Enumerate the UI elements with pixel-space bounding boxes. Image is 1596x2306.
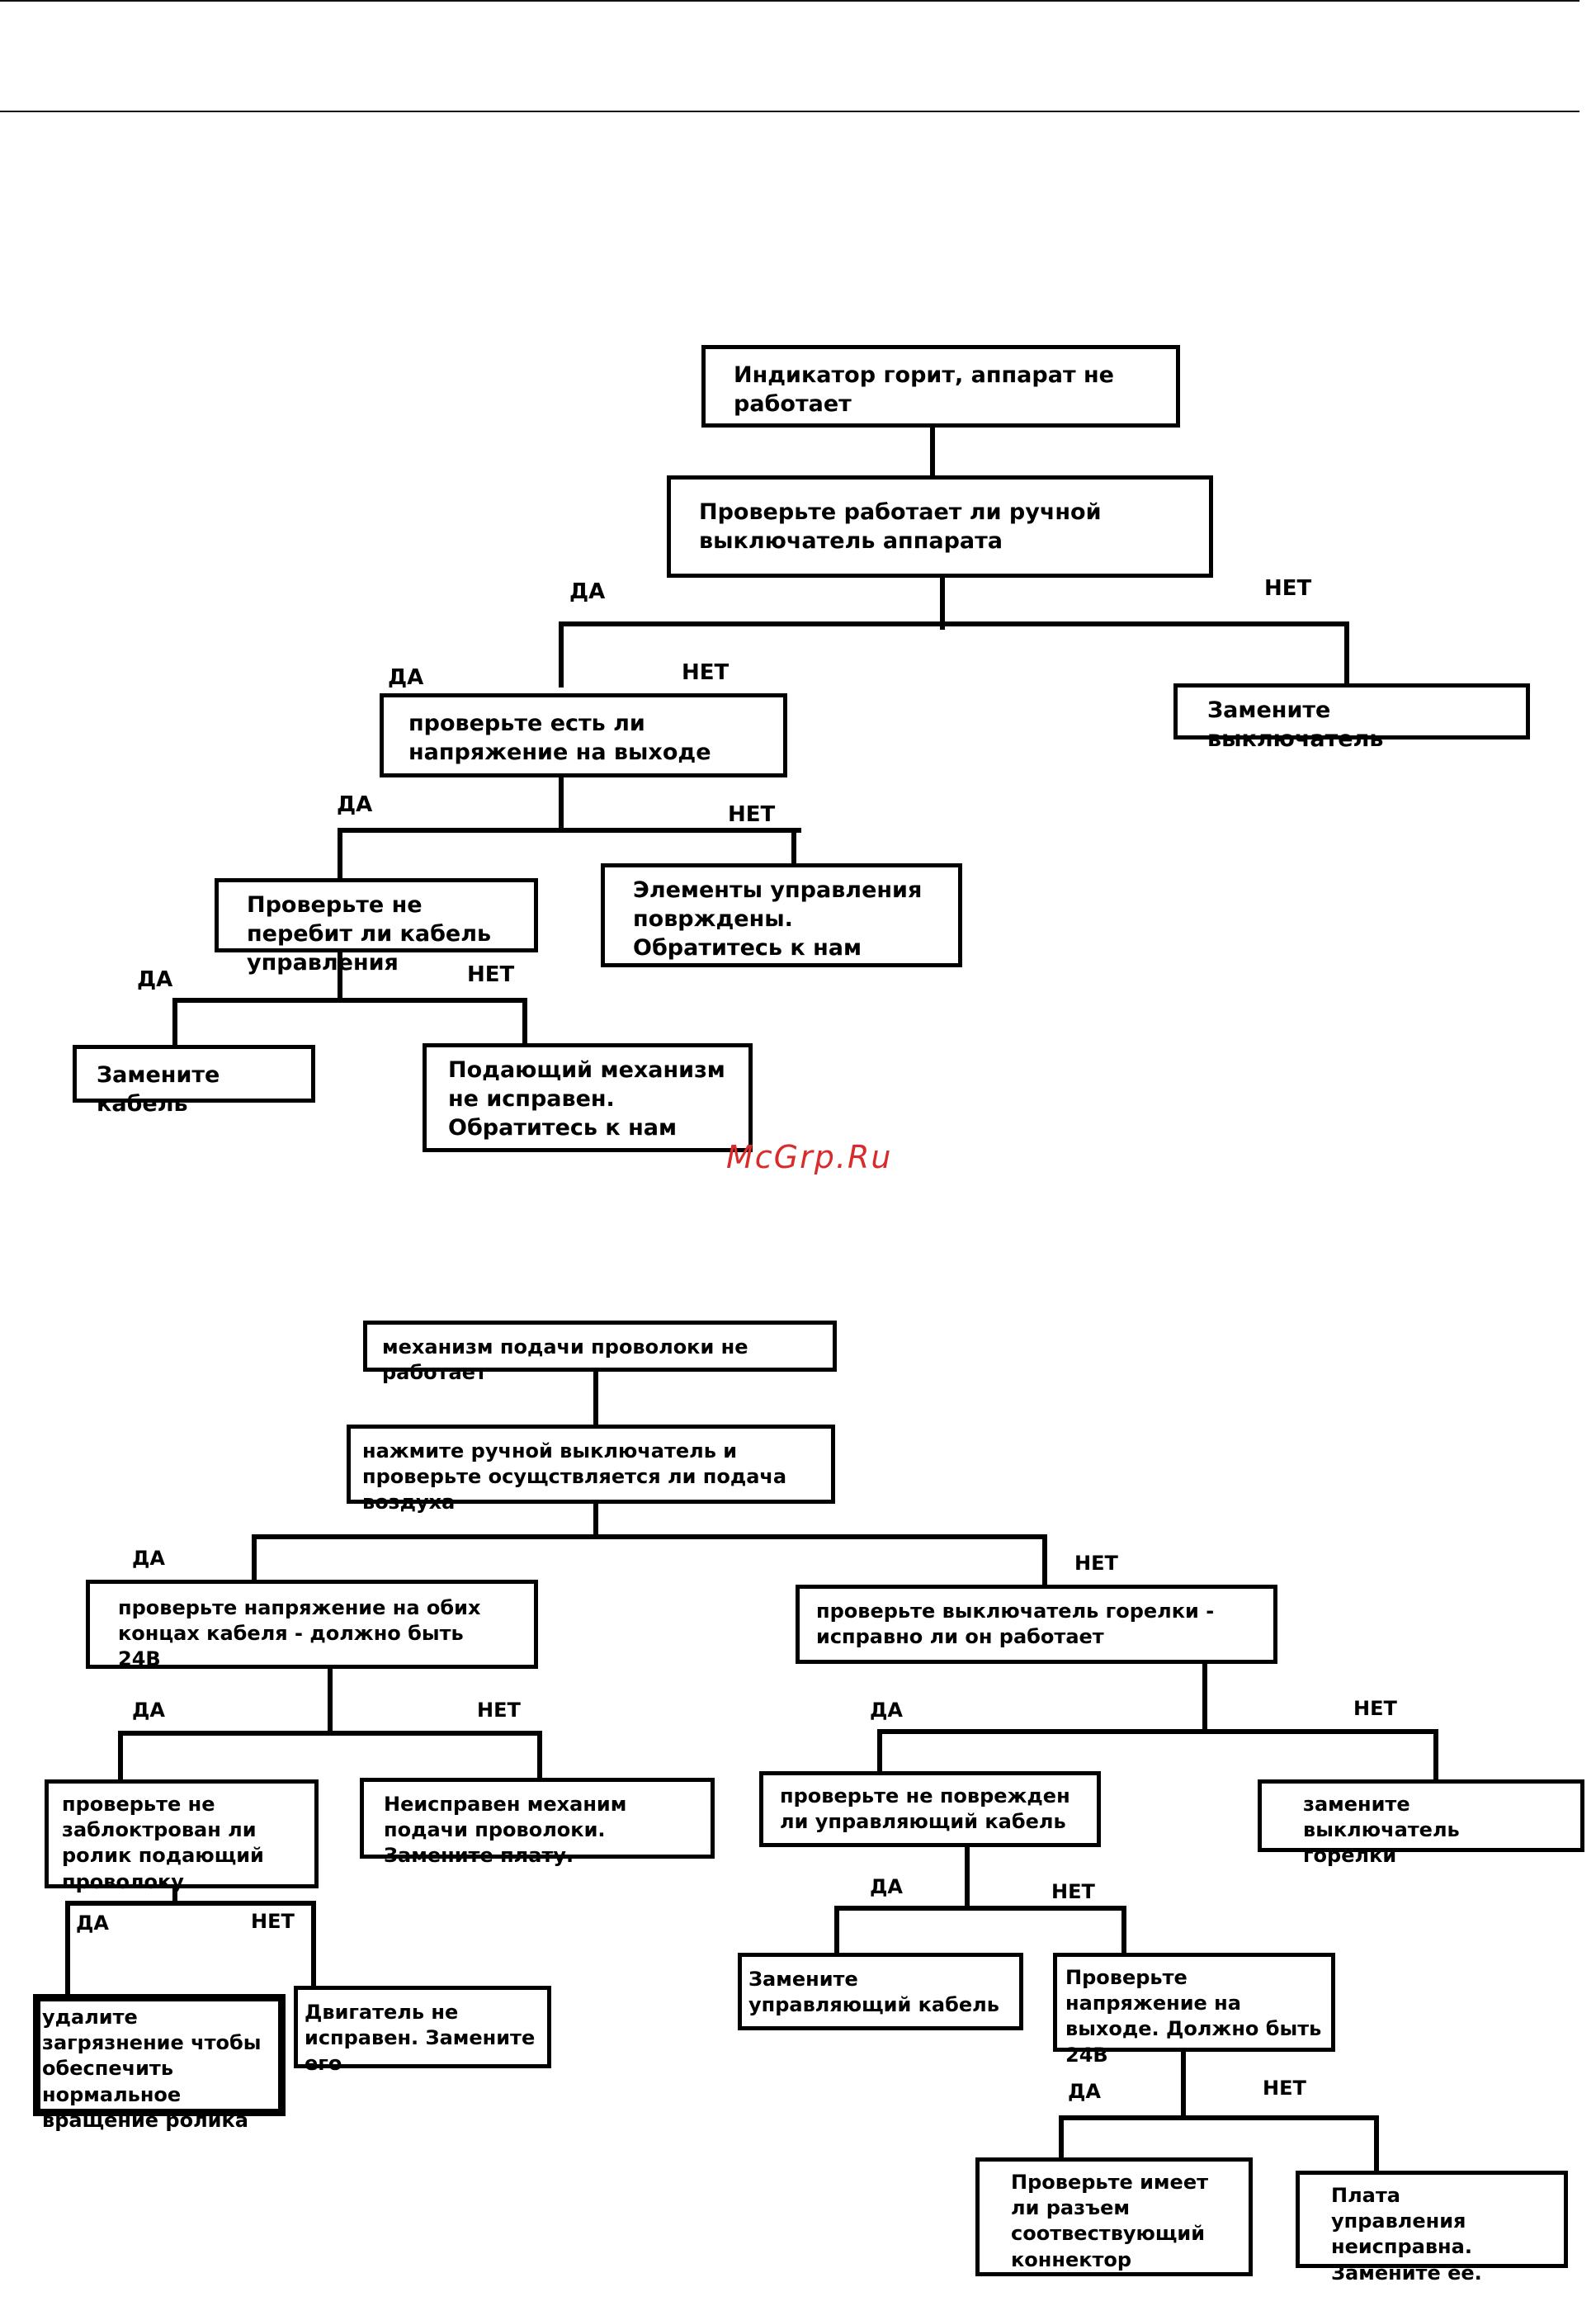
d1-yes-label: ДА: [337, 792, 373, 817]
d1-yes-label: ДА: [388, 665, 424, 690]
d1-feeder-broken-box: Подающий механизм не исправен. Обратитес…: [423, 1043, 753, 1152]
d1-no-label: НЕТ: [467, 962, 515, 987]
d2-press-switch-box: нажмите ручной выключатель и проверьте о…: [347, 1425, 835, 1514]
d2-check-connector-box: Проверьте имеет ли разъем соотвествующий…: [975, 2157, 1253, 2276]
d1-replace-cable-box: Замените кабель: [73, 1045, 315, 1117]
d2-check-torch-switch-box: проверьте выключатель горелки - исправно…: [796, 1585, 1277, 1664]
d1-no-label: НЕТ: [1264, 576, 1312, 601]
header-rule-bottom: [0, 111, 1579, 112]
d2-yes-label: ДА: [870, 1699, 903, 1722]
d2-board-faulty-box: Плата управления неисправна. Замените ее…: [1296, 2171, 1568, 2285]
d2-motor-faulty-box: Двигатель не исправен. Замените его: [294, 1986, 551, 2075]
d2-yes-label: ДА: [76, 1911, 109, 1935]
d1-replace-switch-box: Замените выключатель: [1173, 683, 1530, 752]
d2-replace-control-cable-box: Замените управляющий кабель: [738, 1953, 1023, 2030]
d2-no-label: НЕТ: [1074, 1552, 1118, 1575]
header-rule-top: [0, 0, 1579, 2]
d2-check-voltage-ends-box: проверьте напряжение на обих концах кабе…: [86, 1580, 538, 1670]
d2-root-box: механизм подачи проволоки не работает: [363, 1321, 837, 1384]
d1-check-cable-box: Проверьте не перебит ли кабель управлени…: [215, 878, 538, 976]
d2-check-control-cable-box: проверьте не поврежден ли управляющий ка…: [759, 1771, 1101, 1847]
d1-check-voltage-box: проверьте есть ли напряжение на выходе: [380, 693, 787, 777]
d2-check-roller-box: проверьте не заблоктрован ли ролик подаю…: [45, 1779, 319, 1893]
d2-no-label: НЕТ: [1051, 1880, 1095, 1903]
d1-root-box: Индикатор горит, аппарат не работает: [701, 345, 1180, 428]
d2-yes-label: ДА: [1068, 2080, 1101, 2103]
d2-no-label: НЕТ: [1353, 1697, 1397, 1720]
d1-check-switch-box: Проверьте работает ли ручной выключатель…: [667, 475, 1213, 578]
d2-remove-dirt-box: удалите загрязнение чтобы обеспечить нор…: [33, 1994, 286, 2132]
d2-replace-torch-switch-box: замените выключатель горелки: [1258, 1779, 1584, 1867]
d2-check-output-voltage-box: Проверьте напряжение на выходе. Должно б…: [1053, 1953, 1335, 2067]
d1-controls-damaged-box: Элементы управления поврждены. Обратитес…: [601, 863, 962, 967]
d1-yes-label: ДА: [569, 579, 606, 604]
d1-no-label: НЕТ: [682, 660, 730, 685]
d1-yes-label: ДА: [137, 967, 173, 992]
d2-no-label: НЕТ: [1263, 2077, 1306, 2100]
d2-no-label: НЕТ: [251, 1910, 295, 1933]
d2-yes-label: ДА: [132, 1699, 165, 1722]
d2-yes-label: ДА: [132, 1547, 165, 1570]
d2-feeder-faulty-box: Неисправен механим подачи проволоки. Зам…: [360, 1778, 715, 1867]
d2-yes-label: ДА: [870, 1875, 903, 1898]
d2-no-label: НЕТ: [477, 1699, 521, 1722]
d1-no-label: НЕТ: [728, 802, 776, 827]
watermark: McGrp.Ru: [726, 1139, 893, 1175]
